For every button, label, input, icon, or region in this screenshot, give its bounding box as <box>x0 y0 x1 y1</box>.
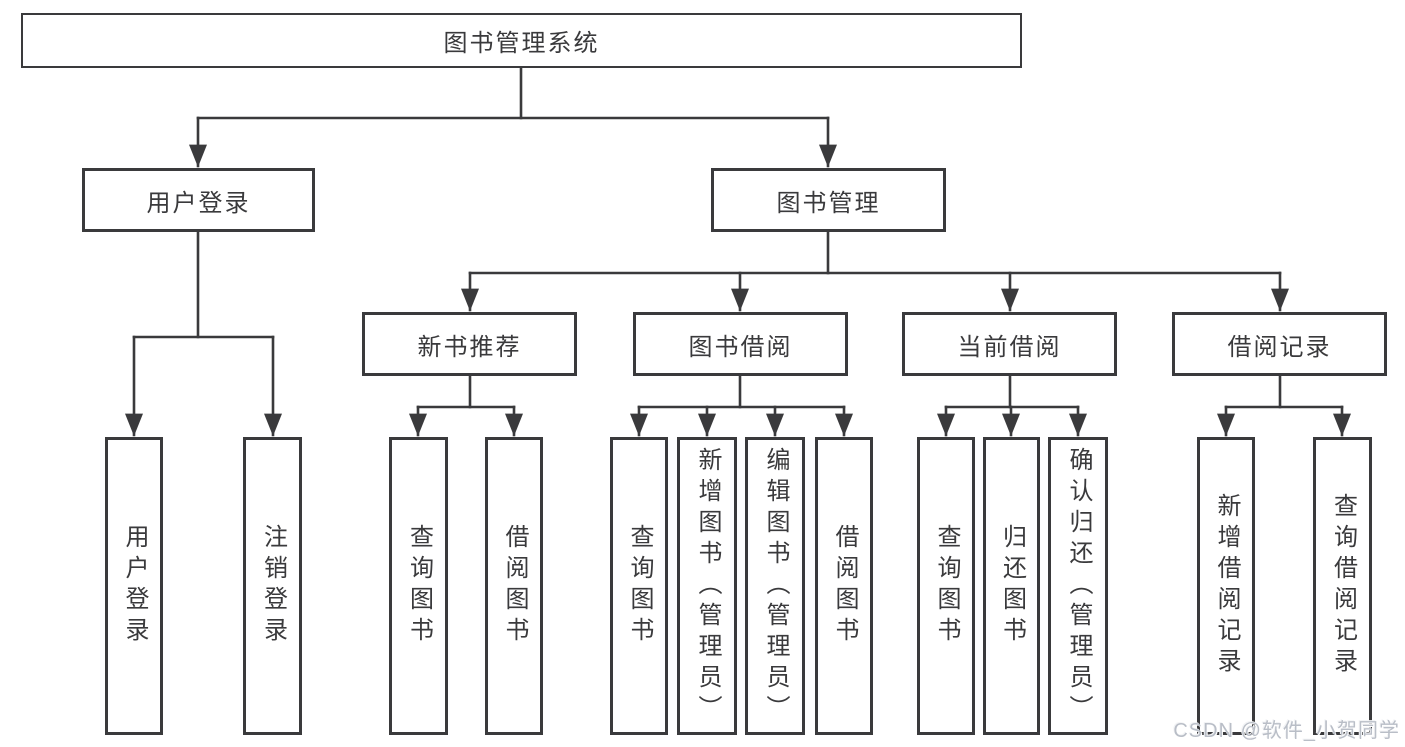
leaf-label: 借阅图书 <box>501 524 528 648</box>
leaf-return-book: 归还图书 <box>983 437 1040 735</box>
leaf-label: 用户登录 <box>121 524 148 648</box>
leaf-label: 注销登录 <box>259 524 287 648</box>
node-label: 新书推荐 <box>417 333 522 361</box>
node-new-book-recommend: 新书推荐 <box>362 312 577 376</box>
leaf-borrow-books-recommend: 借阅图书 <box>485 437 543 735</box>
leaf-label: 查询借阅记录 <box>1329 493 1357 679</box>
leaf-query-borrow-record: 查询借阅记录 <box>1313 437 1372 735</box>
leaf-borrow-books: 借阅图书 <box>815 437 873 735</box>
node-label: 图书借阅 <box>688 333 793 361</box>
node-label: 图书管理系统 <box>443 30 600 57</box>
leaf-label: 新增图书（管理员） <box>694 446 721 726</box>
watermark: CSDN @软件_小贺同学 <box>1173 720 1400 742</box>
node-label: 借阅记录 <box>1227 333 1332 361</box>
leaf-label: 确认归还（管理员） <box>1065 446 1092 726</box>
node-label: 用户登录 <box>146 189 251 217</box>
leaf-label: 编辑图书（管理员） <box>762 446 789 726</box>
leaf-query-books-current: 查询图书 <box>917 437 975 735</box>
leaf-add-book-admin: 新增图书（管理员） <box>677 437 737 735</box>
leaf-label: 归还图书 <box>998 524 1026 648</box>
leaf-label: 新增借阅记录 <box>1213 493 1240 679</box>
node-library-management-system: 图书管理系统 <box>21 13 1022 68</box>
node-book-borrow: 图书借阅 <box>633 312 848 376</box>
node-current-borrow: 当前借阅 <box>902 312 1117 376</box>
leaf-confirm-return-admin: 确认归还（管理员） <box>1048 437 1108 735</box>
node-label: 当前借阅 <box>957 333 1062 361</box>
leaf-label: 查询图书 <box>626 524 653 648</box>
node-label: 图书管理 <box>776 189 881 217</box>
leaf-add-borrow-record: 新增借阅记录 <box>1197 437 1255 735</box>
leaf-user-login: 用户登录 <box>105 437 163 735</box>
leaf-logout: 注销登录 <box>243 437 302 735</box>
node-book-management: 图书管理 <box>711 168 946 232</box>
leaf-label: 查询图书 <box>405 524 433 648</box>
leaf-label: 借阅图书 <box>831 524 858 648</box>
leaf-query-books-borrow: 查询图书 <box>610 437 668 735</box>
leaf-label: 查询图书 <box>933 524 960 648</box>
node-user-login: 用户登录 <box>82 168 315 232</box>
leaf-query-books-recommend: 查询图书 <box>389 437 448 735</box>
leaf-edit-book-admin: 编辑图书（管理员） <box>745 437 805 735</box>
node-borrow-records: 借阅记录 <box>1172 312 1387 376</box>
